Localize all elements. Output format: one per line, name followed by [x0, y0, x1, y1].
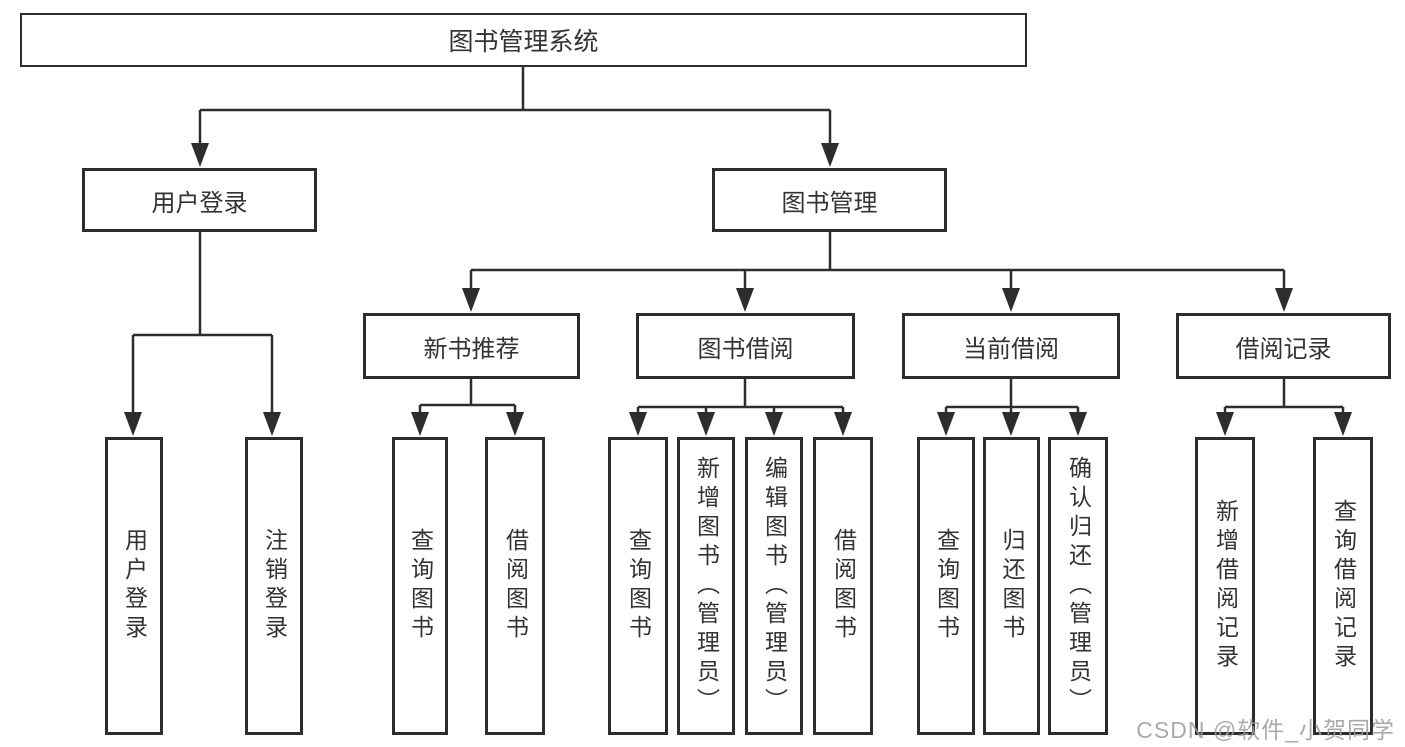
node-label: 借阅图书: [830, 528, 857, 644]
node-label: 图书借阅: [697, 335, 794, 363]
node-label: 查询图书: [625, 528, 652, 644]
node-label: 图书管理系统: [448, 28, 599, 56]
leaf-add-borrow-record: 新增借阅记录: [1195, 437, 1255, 735]
node-borrowing-records: 借阅记录: [1176, 313, 1391, 379]
leaf-query-books-borrow: 查询图书: [608, 437, 668, 735]
node-label: 借阅图书: [502, 528, 529, 644]
node-book-management-system: 图书管理系统: [20, 13, 1027, 67]
leaf-query-borrow-record: 查询借阅记录: [1313, 437, 1373, 735]
leaf-query-books-recommend: 查询图书: [392, 437, 448, 735]
node-label: 编辑图书（管理员）: [761, 455, 788, 717]
node-label: 查询图书: [933, 528, 960, 644]
leaf-confirm-return-admin: 确认归还（管理员）: [1048, 437, 1108, 735]
node-user-login: 用户登录: [82, 168, 317, 232]
node-label: 当前借阅: [963, 335, 1059, 363]
node-label: 查询借阅记录: [1330, 499, 1357, 673]
leaf-logout: 注销登录: [245, 437, 303, 735]
node-book-management: 图书管理: [712, 168, 947, 232]
leaf-borrow-books-recommend: 借阅图书: [485, 437, 545, 735]
node-label: 查询图书: [407, 528, 434, 644]
node-label: 用户登录: [121, 528, 148, 644]
node-book-borrowing: 图书借阅: [636, 313, 855, 379]
node-new-book-recommendation: 新书推荐: [363, 313, 580, 379]
leaf-user-login: 用户登录: [105, 437, 163, 735]
node-label: 归还图书: [999, 528, 1025, 644]
leaf-query-books-current: 查询图书: [917, 437, 975, 735]
leaf-borrow-books: 借阅图书: [813, 437, 873, 735]
node-current-borrowing: 当前借阅: [902, 313, 1120, 379]
node-label: 图书管理: [781, 189, 878, 217]
leaf-return-book: 归还图书: [983, 437, 1040, 735]
leaf-add-book-admin: 新增图书（管理员）: [677, 437, 735, 735]
node-label: 注销登录: [261, 528, 288, 644]
csdn-watermark: CSDN @软件_小贺同学: [1136, 717, 1395, 743]
node-label: 借阅记录: [1235, 335, 1332, 363]
leaf-edit-book-admin: 编辑图书（管理员）: [745, 437, 803, 735]
node-label: 新增借阅记录: [1212, 499, 1239, 673]
node-label: 确认归还（管理员）: [1065, 455, 1092, 717]
node-label: 用户登录: [151, 189, 248, 217]
node-label: 新书推荐: [423, 335, 520, 363]
node-label: 新增图书（管理员）: [693, 455, 720, 717]
